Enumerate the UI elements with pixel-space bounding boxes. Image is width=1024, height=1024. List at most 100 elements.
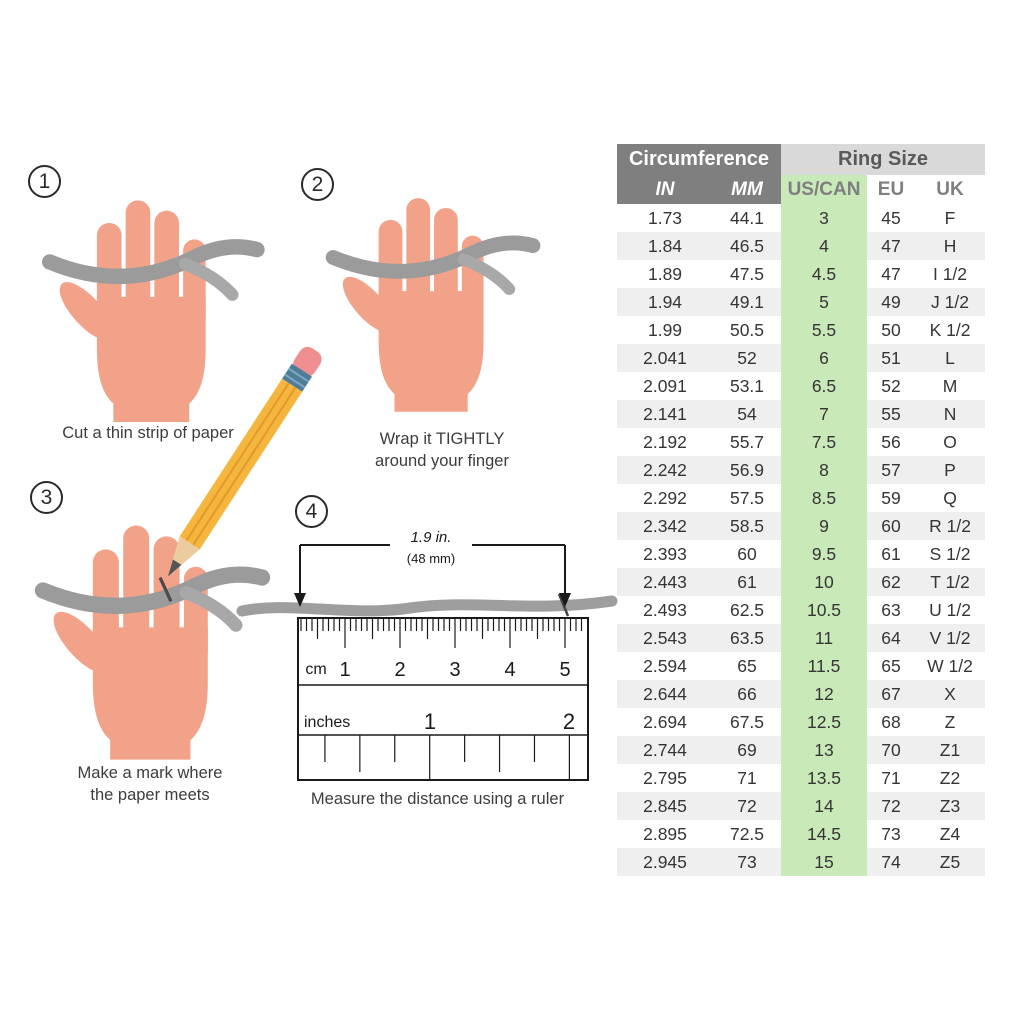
table-cell: 56 — [881, 431, 901, 452]
table-cell: 5 — [781, 288, 867, 316]
table-cell: 12 — [781, 680, 867, 708]
cm-number-2: 2 — [394, 659, 405, 681]
cm-number-1: 1 — [339, 659, 350, 681]
table-cell: 2.342 — [643, 515, 687, 536]
table-cell: Z2 — [939, 767, 961, 788]
table-cell: 61 — [737, 571, 757, 592]
cm-ticks — [300, 618, 583, 648]
pencil-mark-icon — [158, 576, 173, 603]
length-label-in: 1.9 in. — [411, 529, 452, 546]
column-header-uscan: US/CAN — [781, 175, 867, 204]
cm-number-3: 3 — [449, 659, 460, 681]
table-cell: 50.5 — [729, 319, 765, 340]
table-cell: 1.99 — [647, 319, 683, 340]
table-cell: 9.5 — [781, 540, 867, 568]
table-cell: 2.292 — [643, 487, 687, 508]
table-column-header-row: IN MM US/CAN EU UK — [617, 175, 986, 204]
inch-number-2: 2 — [563, 709, 575, 734]
table-cell: M — [942, 375, 958, 396]
ring-size-group-header: Ring Size — [781, 144, 986, 175]
column-header-eu: EU — [867, 175, 915, 204]
table-cell: X — [944, 683, 956, 704]
table-cell: 4 — [781, 232, 867, 260]
table-cell: J 1/2 — [931, 291, 969, 312]
table-cell: 54 — [737, 403, 757, 424]
step-2-caption-line1: Wrap it TIGHTLY — [379, 430, 505, 448]
table-cell: 52 — [737, 347, 757, 368]
step-3-caption-line2: the paper meets — [90, 786, 210, 805]
table-cell: U 1/2 — [929, 599, 971, 620]
table-cell: 70 — [881, 739, 901, 760]
table-cell: 12.5 — [781, 708, 867, 736]
table-cell: 2.393 — [643, 543, 687, 564]
table-cell: 72 — [737, 795, 757, 816]
table-cell: 8.5 — [781, 484, 867, 512]
table-cell: 2.895 — [643, 823, 687, 844]
table-cell: 2.594 — [643, 655, 687, 676]
table-cell: N — [943, 403, 957, 424]
table-cell: 6.5 — [781, 372, 867, 400]
table-cell: R 1/2 — [929, 515, 971, 536]
step-1-number-label: 1 — [38, 169, 51, 193]
size-chart-panel: Circumference Ring Size IN MM US/CAN EU … — [617, 144, 986, 876]
table-cell: 62 — [881, 571, 901, 592]
table-cell: 64 — [881, 627, 901, 648]
table-cell: 73 — [737, 851, 757, 872]
table-cell: 4.5 — [781, 260, 867, 288]
step-2-caption: Wrap it TIGHTLY around your finger — [352, 428, 532, 473]
cm-number-4: 4 — [504, 659, 515, 681]
step-2-number-label: 2 — [311, 172, 324, 196]
table-cell: 2.845 — [643, 795, 687, 816]
table-cell: 50 — [881, 319, 901, 340]
table-row: 2.141 54 7 55 N — [617, 400, 986, 428]
table-cell: F — [944, 207, 956, 228]
table-cell: 57.5 — [729, 487, 765, 508]
table-cell: Q — [943, 487, 957, 508]
table-cell: 2.493 — [643, 599, 687, 620]
table-cell: 55 — [881, 403, 901, 424]
length-label-mm: (48 mm) — [407, 551, 455, 566]
table-group-header-row: Circumference Ring Size — [617, 144, 986, 175]
table-cell: 46.5 — [729, 235, 765, 256]
table-cell: 52 — [881, 375, 901, 396]
inches-unit-label: inches — [304, 714, 350, 731]
table-cell: 15 — [781, 848, 867, 876]
pencil-icon — [167, 346, 322, 577]
table-cell: 49 — [881, 291, 901, 312]
table-cell: Z1 — [939, 739, 961, 760]
table-cell: 51 — [881, 347, 901, 368]
table-cell: Z4 — [939, 823, 961, 844]
table-cell: 56.9 — [729, 459, 765, 480]
table-cell: 74 — [881, 851, 901, 872]
step-4-caption-line1: Measure the distance using a ruler — [310, 790, 565, 808]
table-cell: L — [945, 347, 955, 368]
table-cell: Z3 — [939, 795, 961, 816]
pencil-shaft — [179, 378, 303, 550]
table-cell: 71 — [737, 767, 757, 788]
table-cell: 1.73 — [647, 207, 683, 228]
table-cell: 2.644 — [643, 683, 687, 704]
table-cell: 2.192 — [643, 431, 687, 452]
table-cell: 7 — [781, 400, 867, 428]
column-header-uk: UK — [915, 175, 986, 204]
step-3-number-label: 3 — [40, 485, 53, 509]
inch-number-1: 1 — [424, 709, 436, 734]
table-cell: 2.041 — [643, 347, 687, 368]
measurement-arrows-icon — [294, 533, 571, 607]
pencil-illustration — [167, 346, 322, 577]
table-cell: 49.1 — [729, 291, 765, 312]
pencil-ferrule — [282, 363, 312, 392]
table-cell: S 1/2 — [929, 543, 971, 564]
table-cell: 72.5 — [729, 823, 765, 844]
table-cell: 13.5 — [781, 764, 867, 792]
table-cell: 2.141 — [643, 403, 687, 424]
table-cell: 9 — [781, 512, 867, 540]
